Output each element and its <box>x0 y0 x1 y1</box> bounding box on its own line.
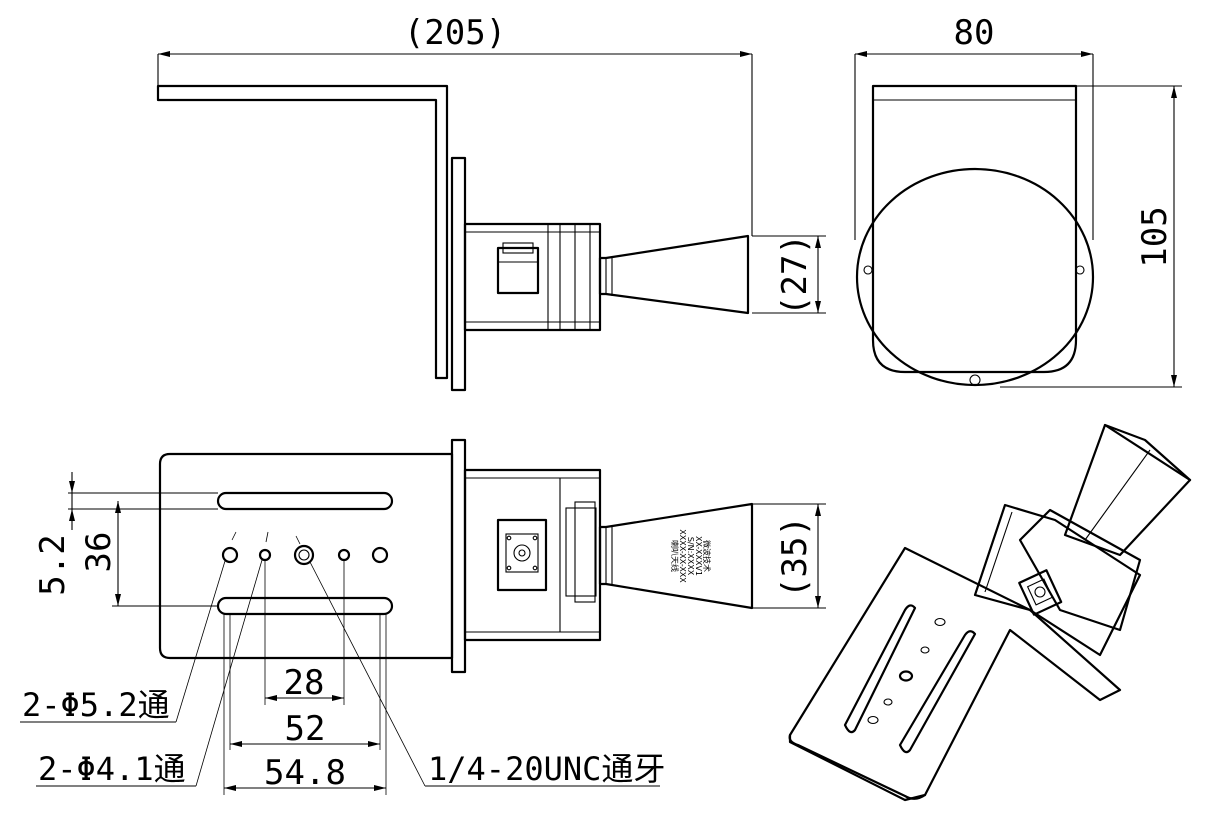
callout-hole-4-1: 2-Φ4.1通 <box>38 750 186 788</box>
dim-horn-width: (35) <box>775 516 815 598</box>
dim-overall-length: (205) <box>404 13 506 53</box>
plan-flange <box>450 438 467 674</box>
front-bracket-plate <box>871 84 1078 374</box>
hole-4-1-right <box>337 548 351 562</box>
side-elevation-view: (205) (27) <box>156 13 826 392</box>
nameplate-line-2: XXXX-XX-XXX <box>678 529 687 583</box>
plan-connector <box>496 518 548 592</box>
iso-slot-2 <box>898 630 977 754</box>
rotary-disk <box>855 167 1095 387</box>
iso-connector <box>1018 569 1063 616</box>
plan-body <box>463 468 602 642</box>
nameplate-line-3: S/N:XXXX <box>686 537 695 576</box>
callout-tripod-thread: 1/4-20UNC通牙 <box>428 750 665 788</box>
iso-base-plate <box>788 546 1122 800</box>
callout-hole-5-2: 2-Φ5.2通 <box>22 686 170 724</box>
dim-horn-height: (27) <box>775 234 815 316</box>
dim-hole-spacing-inner: 28 <box>284 663 325 703</box>
mount-body <box>463 222 602 332</box>
front-view: 80 105 <box>854 13 1182 388</box>
slot-lower <box>216 596 394 616</box>
nameplate-line-5: 微波技术 <box>702 540 712 572</box>
base-plate <box>158 452 454 660</box>
dim-offset-small: 5.2 <box>33 534 73 595</box>
dim-front-width: 80 <box>954 13 995 53</box>
waveguide-connector <box>496 246 540 295</box>
dim-slot-spacing: 36 <box>79 532 119 573</box>
slot-upper <box>216 491 394 511</box>
iso-flange <box>973 503 1142 657</box>
plan-view: 喇叭天线 XXXX-XX-XXX S/N:XXXX XX-XXXV1 微波技术 … <box>20 438 826 795</box>
iso-slot-1 <box>843 604 917 734</box>
hole-4-1-left <box>258 548 272 562</box>
hole-5-2-left <box>221 546 239 564</box>
iso-horn <box>1063 423 1192 557</box>
horn-antenna <box>598 234 750 315</box>
hole-tripod-thread <box>293 544 315 566</box>
dim-slot-length: 54.8 <box>264 753 346 793</box>
hole-5-2-right <box>371 546 389 564</box>
dim-hole-spacing-outer: 52 <box>285 709 326 749</box>
dim-front-height: 105 <box>1135 206 1175 267</box>
nameplate-line-1: 喇叭天线 <box>670 540 680 572</box>
l-bracket <box>156 84 449 380</box>
mount-flange <box>450 156 467 392</box>
isometric-view <box>788 423 1192 802</box>
nameplate-line-4: XX-XXXV1 <box>694 536 703 576</box>
horn-nameplate: 喇叭天线 XXXX-XX-XXX S/N:XXXX XX-XXXV1 微波技术 <box>670 529 712 583</box>
